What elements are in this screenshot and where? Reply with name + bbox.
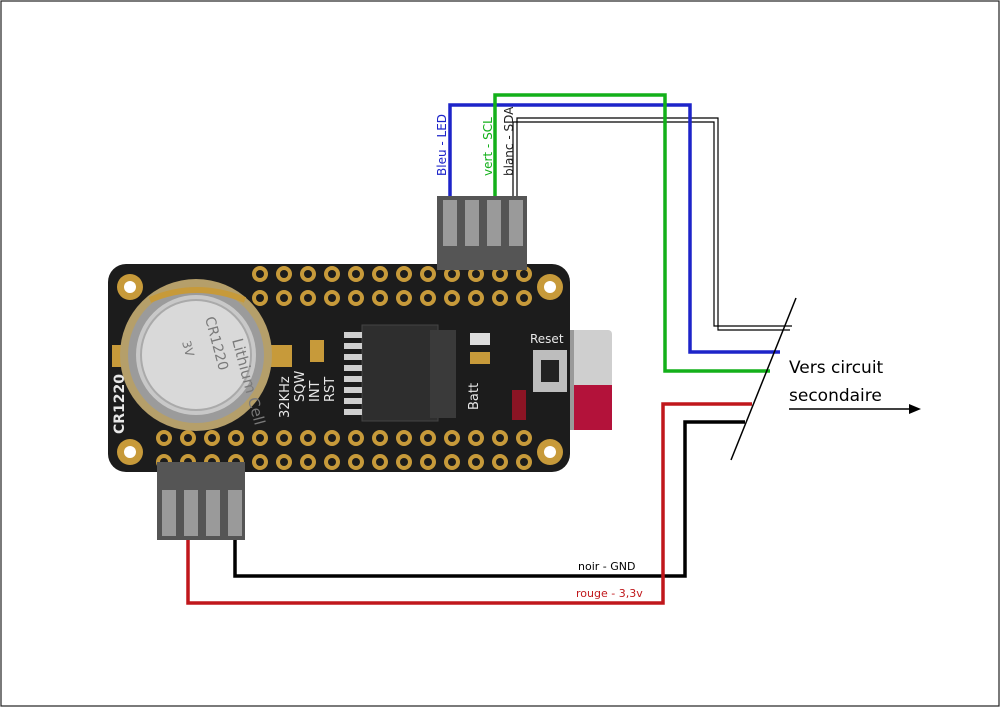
reset-button xyxy=(533,350,567,392)
wire-blue-led xyxy=(448,103,780,354)
smd-component xyxy=(470,333,490,345)
header-pin xyxy=(396,454,412,470)
header-pin xyxy=(372,454,388,470)
header-pin xyxy=(276,290,292,306)
led xyxy=(512,390,526,420)
header-pin xyxy=(420,290,436,306)
header-pin xyxy=(180,430,196,446)
header-pins-top xyxy=(252,266,532,306)
mounting-holes xyxy=(117,274,563,465)
header-pin xyxy=(228,430,244,446)
chip-leg xyxy=(344,398,362,404)
header-pin xyxy=(420,266,436,282)
pin-label-int: INT xyxy=(308,380,323,402)
header-pin xyxy=(252,290,268,306)
top-connector xyxy=(437,196,527,270)
header-pin xyxy=(300,454,316,470)
header-pin xyxy=(156,430,172,446)
smd-component xyxy=(310,340,324,362)
header-pin xyxy=(516,454,532,470)
destination-line1: Vers circuit xyxy=(789,358,884,378)
wire-label-red: rouge - 3,3v xyxy=(576,587,643,600)
header-pin xyxy=(444,430,460,446)
header-pin xyxy=(396,430,412,446)
header-pin xyxy=(276,266,292,282)
header-pin xyxy=(468,430,484,446)
header-pin xyxy=(396,290,412,306)
header-pin xyxy=(324,430,340,446)
header-pin xyxy=(420,454,436,470)
header-pin xyxy=(396,266,412,282)
rtc-board: Lithium Cell CR1220 3V CR1220 32KHz SQW … xyxy=(108,264,612,472)
batt-label: Batt xyxy=(467,383,482,410)
header-pin xyxy=(492,290,508,306)
wire-label-blue: Bleu - LED xyxy=(435,114,449,176)
header-pin xyxy=(516,430,532,446)
chip-leg xyxy=(344,409,362,415)
bottom-connector xyxy=(157,462,245,540)
header-pin xyxy=(444,454,460,470)
cut-line xyxy=(730,297,797,461)
header-pin xyxy=(276,454,292,470)
battery-cell-text-3: 3V xyxy=(179,339,197,359)
header-pin xyxy=(276,430,292,446)
header-pin xyxy=(468,290,484,306)
chip-leg xyxy=(344,332,362,338)
header-pin xyxy=(252,454,268,470)
chip-leg xyxy=(344,343,362,349)
header-pin xyxy=(348,290,364,306)
chip-leg xyxy=(344,376,362,382)
destination-line2: secondaire xyxy=(789,386,882,406)
battery-holder-label: CR1220 xyxy=(112,374,128,434)
rtc-chip xyxy=(344,324,456,422)
header-pin xyxy=(300,266,316,282)
header-pin xyxy=(252,430,268,446)
header-pin xyxy=(492,430,508,446)
header-pin xyxy=(300,430,316,446)
header-pin xyxy=(204,430,220,446)
wire-black-gnd xyxy=(233,420,745,578)
header-pin xyxy=(348,430,364,446)
header-pin xyxy=(468,454,484,470)
header-pin xyxy=(372,266,388,282)
header-pin xyxy=(516,290,532,306)
header-pin xyxy=(492,454,508,470)
wire-label-green: vert - SCL xyxy=(481,117,495,176)
header-pins-bottom xyxy=(156,430,532,470)
header-pin xyxy=(300,290,316,306)
chip-leg xyxy=(344,365,362,371)
header-pin xyxy=(372,430,388,446)
pin-label-32khz: 32KHz xyxy=(278,376,293,418)
battery-holder: Lithium Cell CR1220 3V xyxy=(112,279,292,431)
header-pin xyxy=(420,430,436,446)
wire-label-white: blanc - SDA xyxy=(502,106,516,176)
wire-white-sda xyxy=(516,117,790,331)
smd-component xyxy=(470,352,490,364)
header-pin xyxy=(324,454,340,470)
wire-green-scl xyxy=(493,93,770,373)
wire-label-black: noir - GND xyxy=(578,560,635,573)
header-pin xyxy=(324,266,340,282)
header-pin xyxy=(372,290,388,306)
chip-leg xyxy=(344,354,362,360)
header-pin xyxy=(324,290,340,306)
pin-label-sqw: SQW xyxy=(293,371,308,402)
pin-label-rst: RST xyxy=(323,377,338,402)
chip-leg xyxy=(344,387,362,393)
wire-red-3v3 xyxy=(186,402,752,605)
wire-white-sda-outline xyxy=(512,121,792,327)
header-pin xyxy=(252,266,268,282)
header-pin xyxy=(444,290,460,306)
header-pin xyxy=(348,454,364,470)
reset-label: Reset xyxy=(530,332,564,346)
header-pin xyxy=(348,266,364,282)
arrow-right-icon xyxy=(789,404,921,414)
